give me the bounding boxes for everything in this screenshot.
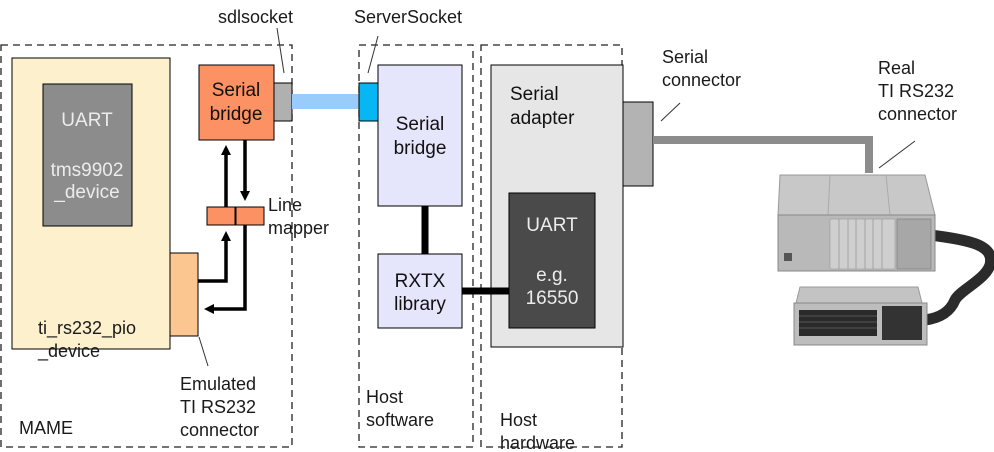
console-keyboard: [799, 310, 877, 336]
uart-tms9902-label-2: tms9902: [51, 160, 124, 181]
arrow-mapper-to-connector: [204, 225, 247, 314]
mame-region: [0, 44, 293, 448]
uart-tms9902-label-1: UART: [61, 110, 113, 131]
host-serial-bridge-box: [377, 64, 463, 207]
peb-drive-bay: [896, 218, 932, 270]
real-connector-label-1: Real: [878, 58, 915, 78]
host-hardware-label-1: Host: [500, 410, 537, 430]
host-serial-bridge-label-2: bridge: [394, 138, 447, 159]
rxtx-label-2: library: [394, 294, 446, 315]
peb-top-seam: [885, 174, 891, 216]
server-socket-box: [358, 82, 379, 122]
uart-16550-label-1: UART: [526, 215, 578, 236]
sdlsocket-pointer: [276, 27, 285, 74]
mame-serial-bridge-label-1: Serial: [212, 80, 261, 101]
peb-top: [777, 174, 936, 216]
emulated-connector-label-2: TI RS232: [180, 397, 256, 417]
rxtx-label-1: RXTX: [395, 271, 446, 292]
line-mapper-label-1: Line: [268, 195, 302, 215]
peb-card-slots: [829, 218, 896, 270]
real-connector-label-2: TI RS232: [878, 81, 954, 101]
serial-connector-pointer: [660, 102, 681, 122]
ribbon-cable: [924, 229, 994, 326]
server-socket-pointer: [367, 35, 379, 74]
host-software-label-1: Host: [366, 387, 403, 407]
emulated-connector-pointer: [198, 336, 209, 367]
ti99-computer-illustration: [777, 174, 994, 346]
serial-cable: [653, 136, 873, 173]
uart-tms9902-label-3: _device: [53, 182, 120, 203]
uart-tms9902-box: [42, 83, 133, 227]
console-top: [795, 286, 923, 304]
real-connector-pointer: [878, 140, 916, 169]
host-hardware-label-2: hardware: [500, 433, 575, 452]
line-mapper-left: [206, 206, 236, 226]
mame-serial-bridge-box: [198, 64, 275, 141]
line-mapper-right: [235, 206, 265, 226]
console-cartridge-slot: [882, 306, 922, 340]
ti-rs232-pio-device-label-1: ti_rs232_pio: [38, 318, 136, 339]
sdlsocket-box: [273, 82, 293, 122]
mame-serial-bridge-label-2: bridge: [210, 104, 263, 125]
uart-16550-label-2: e.g.: [536, 265, 568, 286]
ti-rs232-pio-device-label-2: _device: [37, 341, 100, 362]
real-connector-label-3: connector: [878, 104, 957, 124]
serial-adapter-label-2: adapter: [510, 108, 575, 129]
emulated-connector-label-3: connector: [180, 420, 259, 440]
emulated-ti-rs232-connector: [169, 252, 199, 337]
emulated-connector-label-1: Emulated: [180, 374, 256, 394]
network-link: [292, 94, 359, 109]
peb-top-seam: [827, 174, 831, 216]
host-serial-bridge-label-1: Serial: [396, 114, 445, 135]
serial-connector-label-1: Serial: [662, 47, 708, 67]
serial-adapter-label-1: Serial: [510, 84, 559, 105]
peb-power-switch: [784, 253, 792, 261]
host-software-label-2: software: [366, 410, 434, 430]
uart-16550-label-3: 16550: [526, 288, 579, 309]
host-software-region: [358, 44, 474, 448]
arrow-connector-to-mapper: [198, 231, 231, 283]
serial-connector-box: [622, 101, 654, 187]
mame-region-label: MAME: [19, 418, 73, 438]
server-socket-label: ServerSocket: [354, 7, 462, 27]
sdlsocket-label: sdlsocket: [218, 7, 293, 27]
line-mapper-label-2: mapper: [268, 218, 329, 238]
serial-connector-label-2: connector: [662, 70, 741, 90]
uart-16550-box: [508, 192, 596, 329]
